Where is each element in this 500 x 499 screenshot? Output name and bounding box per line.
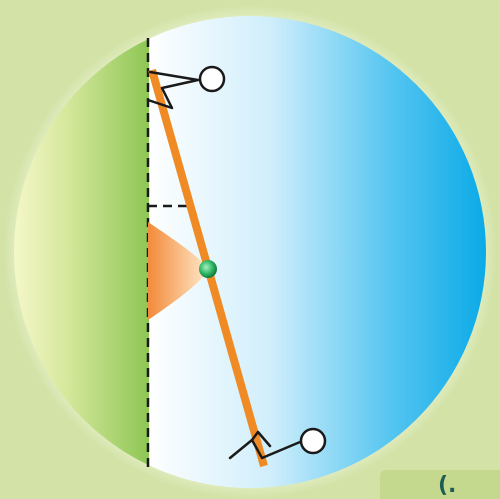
partial-logo-icon: (.: [438, 473, 457, 498]
stick-figure-top: [146, 65, 226, 110]
corner-badge: (.: [380, 470, 500, 499]
pivot-point: [199, 260, 217, 278]
angle-wedge: [148, 222, 208, 320]
stick-figure-bottom: [228, 427, 327, 460]
